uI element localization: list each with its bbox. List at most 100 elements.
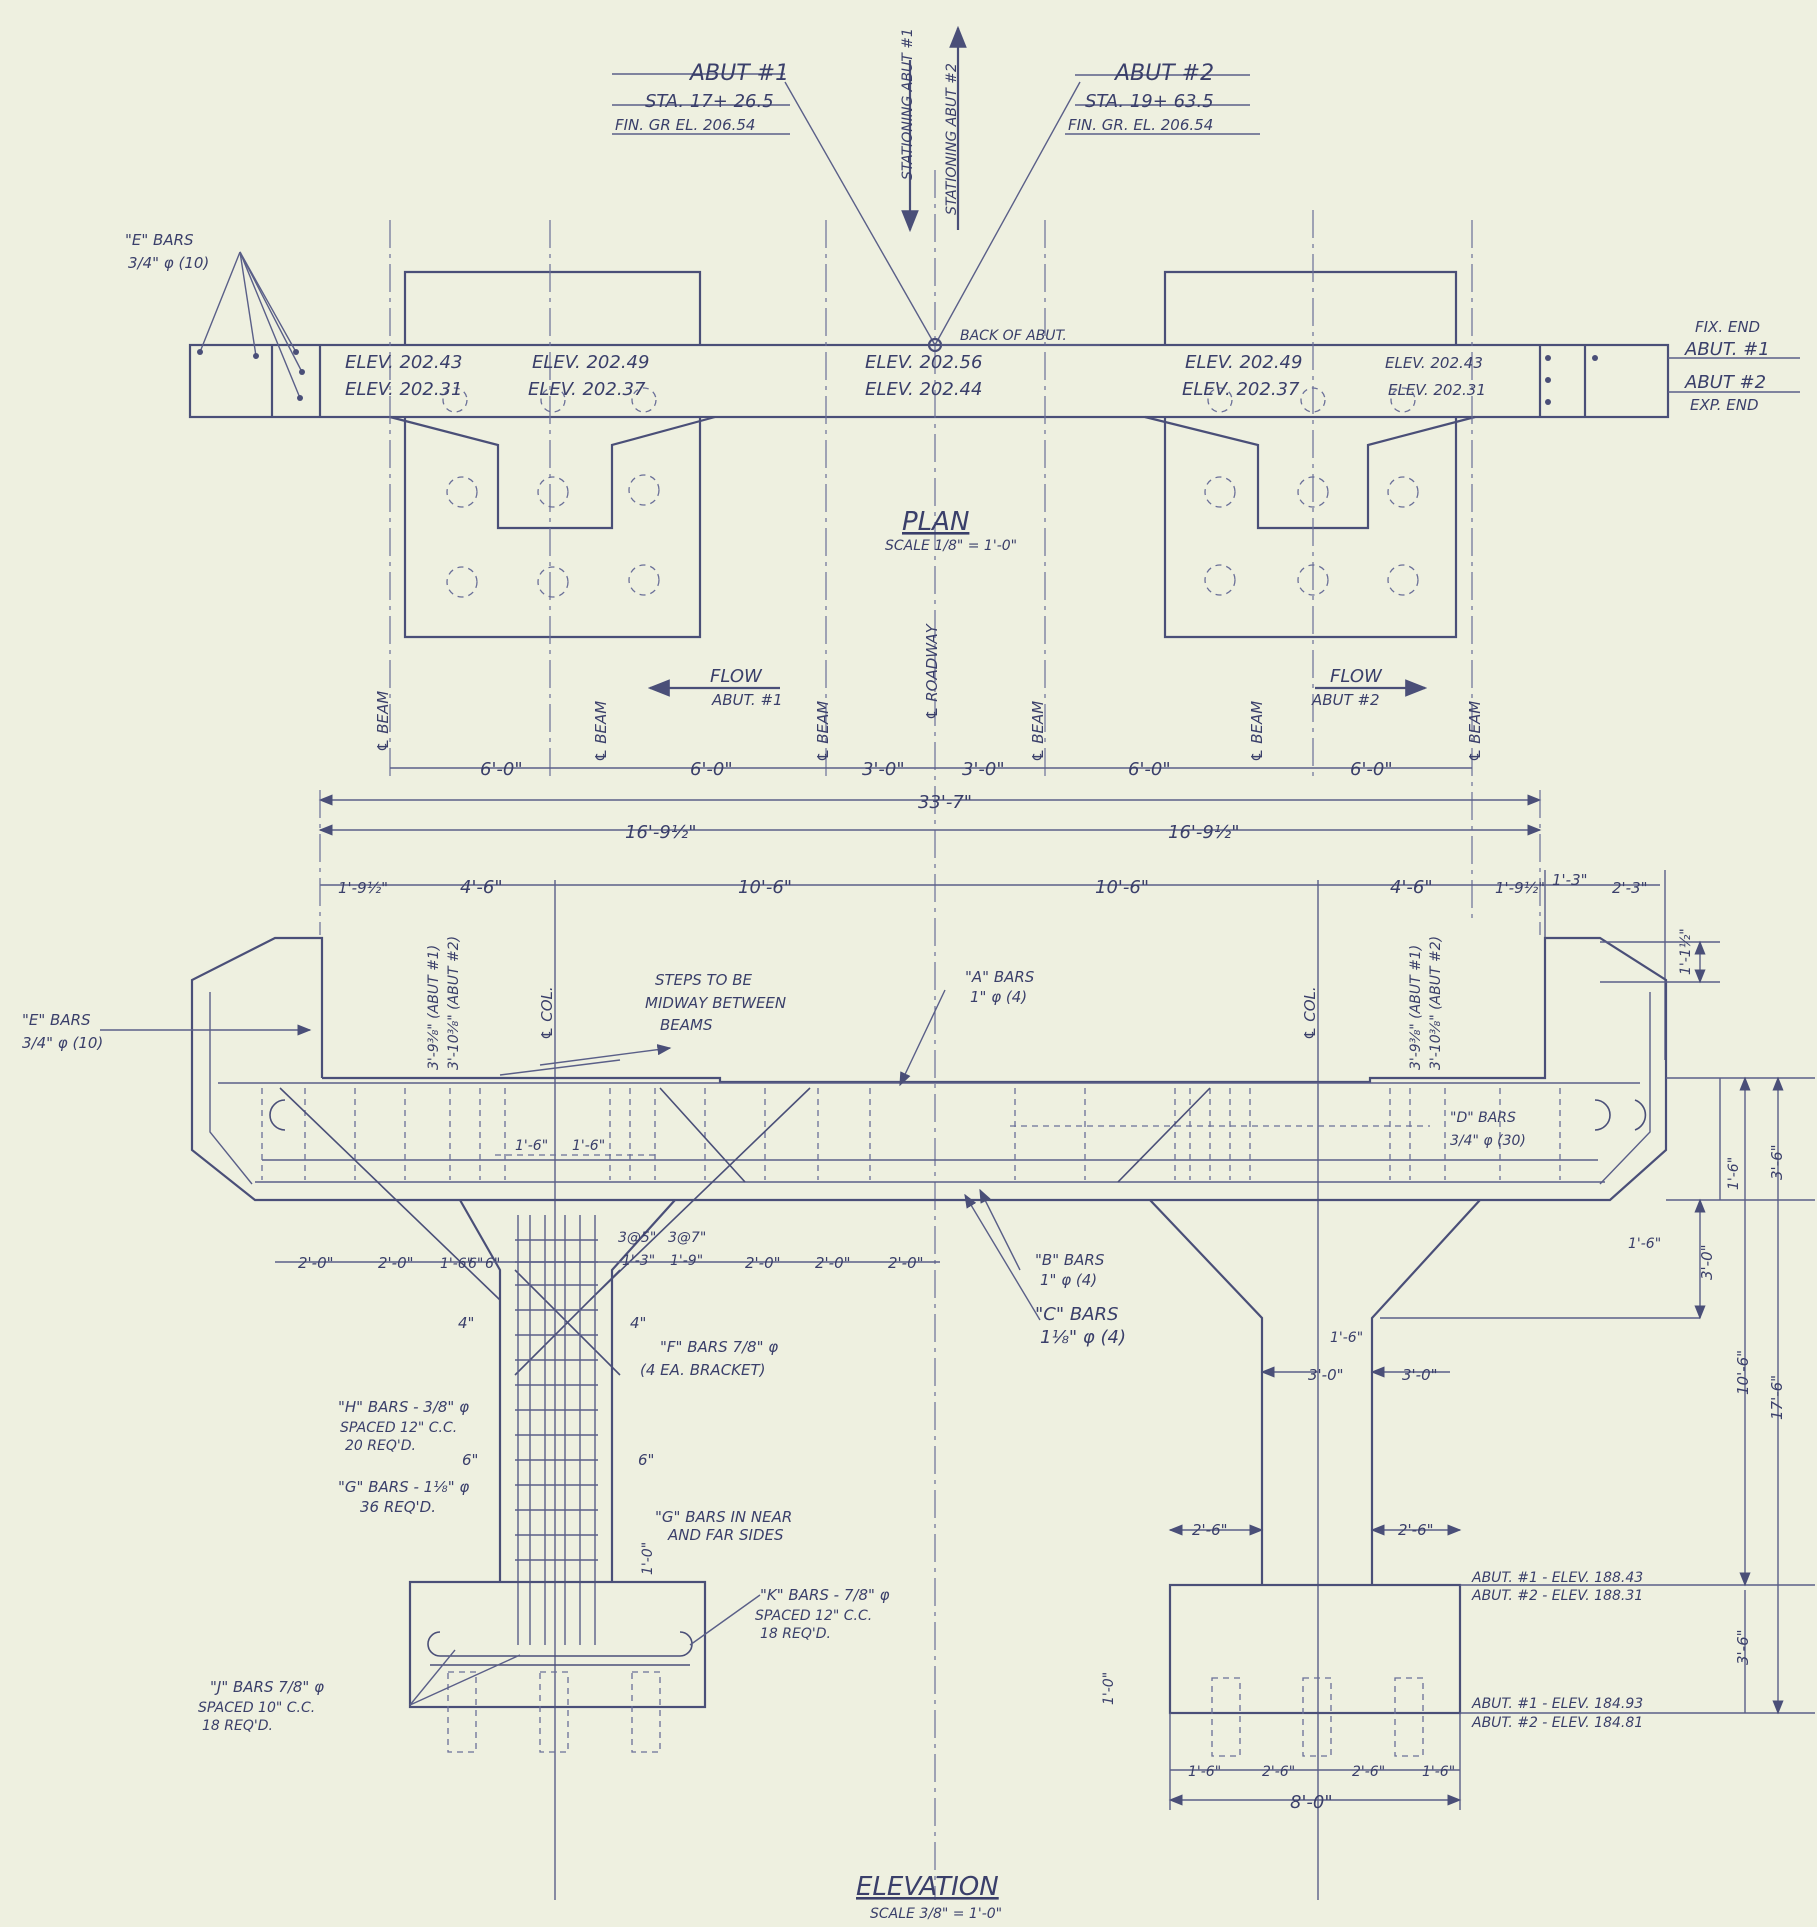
- col-dim-5: 2'-6": [1398, 1521, 1434, 1539]
- elev-1a: ELEV. 202.43: [345, 352, 462, 373]
- bracket-spacing-2: 3@7": [668, 1230, 706, 1246]
- beam-label-4: ℄ BEAM: [1029, 701, 1047, 762]
- a-bars-size: 1" φ (4): [970, 988, 1027, 1006]
- beam-label-5: ℄ BEAM: [1248, 701, 1266, 762]
- c-bars-name: "C" BARS: [1035, 1304, 1118, 1325]
- pile-dim-2: 2'-6": [1262, 1764, 1295, 1780]
- dim-overall: 33'-7": [918, 792, 972, 813]
- d-bars-name: "D" BARS: [1450, 1110, 1516, 1126]
- exp-end-1: ABUT #2: [1684, 372, 1766, 393]
- abut2-sta: STA. 19+ 63.5: [1085, 91, 1214, 112]
- dim-1-0-right: 1'-0": [1101, 1672, 1117, 1705]
- dim-beam-4: 3'-0": [962, 759, 1005, 780]
- elev-2a: ELEV. 202.49: [532, 352, 649, 373]
- flow2-abut: ABUT #2: [1311, 691, 1380, 709]
- bracket-spacing-1: 3@5": [618, 1230, 656, 1246]
- e-bars-plan-name: "E" BARS: [125, 231, 194, 249]
- rd-h6: 17'-6": [1768, 1375, 1786, 1420]
- footing-top-2: ABUT. #2 - ELEV. 188.31: [1471, 1588, 1643, 1604]
- abut1-name: ABUT #1: [688, 61, 789, 86]
- col-dim-1: 1'-6": [1330, 1330, 1363, 1346]
- dim-row3-3: 10'-6": [738, 877, 792, 898]
- footing-top-1: ABUT. #1 - ELEV. 188.43: [1471, 1570, 1643, 1586]
- abut1-sta: STA. 17+ 26.5: [645, 91, 774, 112]
- elev-3b: ELEV. 202.44: [865, 379, 982, 400]
- rd-h7: 3'-6": [1734, 1629, 1752, 1665]
- pile-dim-4: 1'-6": [1422, 1764, 1455, 1780]
- plan-labels: ABUT #1 STA. 17+ 26.5 FIN. GR EL. 206.54…: [125, 28, 1770, 762]
- col-dim-4: 2'-6": [1192, 1521, 1228, 1539]
- dim-row3-2: 4'-6": [460, 877, 503, 898]
- k-bars-spacing: SPACED 12" C.C.: [755, 1608, 872, 1624]
- elevation-scale: SCALE 3/8" = 1'-0": [870, 1906, 1002, 1922]
- rd-h2: 1'-6": [1726, 1157, 1742, 1190]
- fix-end-1: FIX. END: [1695, 318, 1760, 336]
- abut2-name: ABUT #2: [1113, 61, 1214, 86]
- elev-4a: ELEV. 202.49: [1185, 352, 1302, 373]
- dim-1-6-b: 1'-6": [572, 1138, 605, 1154]
- col-dim-2: 3'-0": [1308, 1366, 1344, 1384]
- h-bars-req: 20 REQ'D.: [345, 1438, 416, 1454]
- abut-cap-left-1: 3'-9⅜" (ABUT #1): [426, 945, 442, 1070]
- elev-3a: ELEV. 202.56: [865, 352, 982, 373]
- elev-5a: ELEV. 202.43: [1385, 354, 1483, 372]
- stationing-abut1: STATIONING ABUT #1: [900, 28, 916, 180]
- rd-h5: 10'-6": [1734, 1350, 1752, 1395]
- k-bars-req: 18 REQ'D.: [760, 1626, 831, 1642]
- elevation-labels: "E" BARS 3/4" φ (10) STEPS TO BE MIDWAY …: [22, 928, 1786, 1922]
- a-bars-name: "A" BARS: [965, 968, 1035, 986]
- footing-bot-2: ABUT. #2 - ELEV. 184.81: [1471, 1715, 1643, 1731]
- back-of-abut: BACK OF ABUT.: [960, 328, 1067, 344]
- abut-cap-right-1: 3'-9⅜" (ABUT #1): [1408, 945, 1424, 1070]
- bracket-dim-7: 1'-9": [670, 1253, 703, 1269]
- rd-h1: 1'-1½": [1678, 928, 1694, 975]
- dim-1-6-a: 1'-6": [515, 1138, 548, 1154]
- f-bars-name: "F" BARS 7/8" φ: [660, 1338, 778, 1356]
- dim-beam-2: 6'-0": [690, 759, 733, 780]
- col-dim-3: 3'-0": [1402, 1366, 1438, 1384]
- pile-dim-1: 1'-6": [1188, 1764, 1221, 1780]
- stationing-abut2: STATIONING ABUT #2: [944, 63, 960, 215]
- steps-1: STEPS TO BE: [655, 971, 753, 989]
- elevation-view: [100, 936, 1815, 1810]
- dim-beam-1: 6'-0": [480, 759, 523, 780]
- bracket-dim-1: 2'-0": [298, 1254, 334, 1272]
- e-bars-plan-size: 3/4" φ (10): [128, 254, 209, 272]
- dim-row3-4: 10'-6": [1095, 877, 1149, 898]
- dim-1-0-left: 1'-0": [640, 1542, 656, 1575]
- rd-h8: 1'-6": [1628, 1236, 1661, 1252]
- h-bars-spacing: SPACED 12" C.C.: [340, 1420, 457, 1436]
- rd-h3: 3'-6": [1768, 1144, 1786, 1180]
- col-label-left: ℄ COL.: [538, 986, 556, 1040]
- bracket-dim-5: 6": [485, 1256, 500, 1272]
- steps-2: MIDWAY BETWEEN: [645, 994, 786, 1012]
- flow2-label: FLOW: [1330, 666, 1383, 687]
- dim-4-right: 4": [630, 1314, 646, 1332]
- dim-beam-6: 6'-0": [1350, 759, 1393, 780]
- bracket-dim-3: 1'-6": [440, 1256, 473, 1272]
- elev-5b: ELEV. 202.31: [1388, 381, 1486, 399]
- plan-title: PLAN: [902, 507, 969, 537]
- footing-bot-1: ABUT. #1 - ELEV. 184.93: [1471, 1696, 1643, 1712]
- dim-row3-8: 2'-3": [1612, 879, 1648, 897]
- plan-view: [188, 25, 1800, 1900]
- beam-label-1: ℄ BEAM: [374, 691, 392, 752]
- fix-end-2: ABUT. #1: [1684, 339, 1770, 360]
- b-bars-size: 1" φ (4): [1040, 1271, 1097, 1289]
- dim-row3-7: 1'-3": [1552, 871, 1588, 889]
- bracket-dim-4: 6": [468, 1256, 483, 1272]
- dimension-rows: 6'-0" 6'-0" 3'-0" 3'-0" 6'-0" 6'-0" 33'-…: [318, 759, 1666, 1900]
- dim-beam-3: 3'-0": [862, 759, 905, 780]
- abut-cap-left-2: 3'-10⅜" (ABUT #2): [446, 936, 462, 1070]
- f-bars-note: (4 EA. BRACKET): [640, 1361, 766, 1379]
- elev-4b: ELEV. 202.37: [1182, 379, 1300, 400]
- g-bars-note-1: "G" BARS IN NEAR: [655, 1508, 792, 1526]
- dim-row3-5: 4'-6": [1390, 877, 1433, 898]
- g-bars-name: "G" BARS - 1⅛" φ: [338, 1478, 469, 1496]
- g-bars-req: 36 REQ'D.: [360, 1498, 436, 1516]
- e-bars-elev-name: "E" BARS: [22, 1011, 91, 1029]
- j-bars-spacing: SPACED 10" C.C.: [198, 1700, 315, 1716]
- bracket-dim-10: 2'-0": [888, 1254, 924, 1272]
- dim-row3-1: 1'-9½": [338, 879, 388, 897]
- exp-end-2: EXP. END: [1690, 396, 1759, 414]
